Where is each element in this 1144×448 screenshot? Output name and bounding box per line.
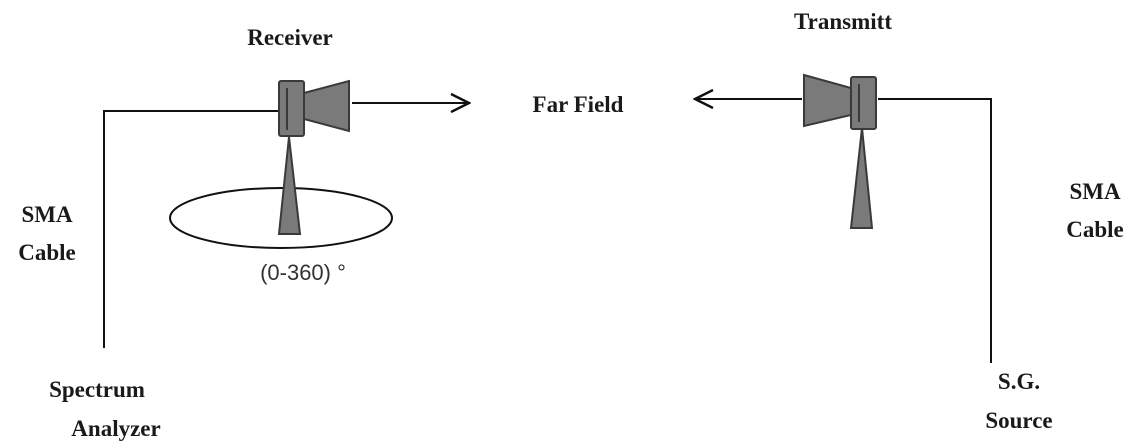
- receiver-horn: [303, 79, 350, 133]
- right-sma-label-line1: SMA: [1069, 179, 1121, 204]
- receiver-label: Receiver: [247, 25, 333, 50]
- sg-source-label-line1: S.G.: [997, 369, 1041, 394]
- transmitter-label: Transmitt: [794, 9, 892, 34]
- rotation-ellipse: [169, 187, 393, 249]
- left-sma-cable: [103, 110, 279, 348]
- left-sma-label-line2: Cable: [18, 240, 76, 265]
- far-field-label: Far Field: [532, 92, 624, 117]
- receiver-antenna-icon: [277, 79, 350, 235]
- transmitter-antenna-icon: [803, 73, 877, 229]
- rotation-range-label: (0-360) °: [260, 260, 346, 285]
- spectrum-analyzer-label-line1: Spectrum: [49, 377, 145, 402]
- sg-source-label-line2: Source: [985, 408, 1053, 433]
- right-sma-label-line2: Cable: [1066, 217, 1124, 242]
- spectrum-analyzer-label-line2: Analyzer: [71, 416, 161, 441]
- right-sma-cable: [878, 98, 992, 363]
- transmitter-body: [850, 76, 877, 130]
- left-sma-label-line1: SMA: [21, 202, 73, 227]
- receiver-body: [278, 80, 305, 137]
- transmitter-horn: [803, 73, 852, 128]
- transmitter-mast: [849, 127, 874, 229]
- receiver-mast: [277, 136, 302, 235]
